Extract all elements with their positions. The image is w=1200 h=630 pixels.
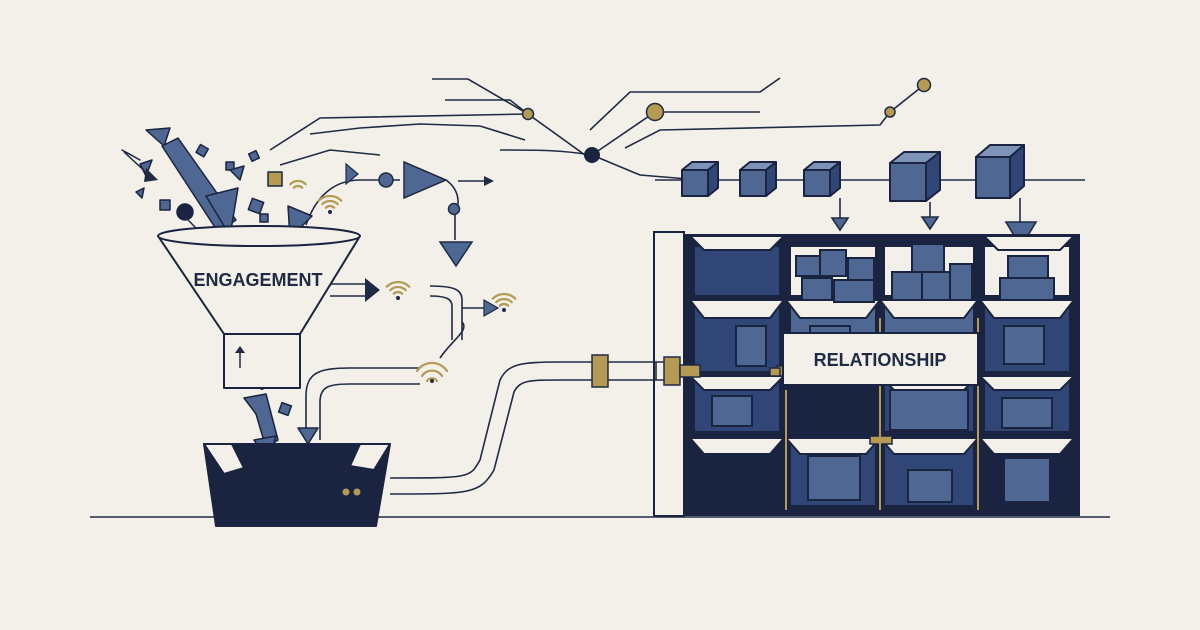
bin-indicator: [342, 488, 350, 496]
flow-arrow: [438, 241, 474, 268]
signal-icon: [415, 361, 449, 383]
cube: [681, 161, 719, 197]
bin-indicator: [353, 488, 361, 496]
cube: [739, 161, 777, 197]
upper-flow: [305, 179, 484, 240]
flow-node: [447, 202, 461, 216]
network-lines: [269, 77, 1085, 181]
engagement-label: ENGAGEMENT: [193, 270, 322, 290]
flow-arrow: [484, 176, 494, 186]
flow-arrow: [345, 162, 359, 186]
relationship-label-board: [782, 332, 979, 386]
incoming-arrow: [144, 168, 158, 182]
cube: [803, 161, 841, 197]
flow-arrow: [483, 298, 500, 318]
flow-node: [378, 172, 394, 188]
flow-arrow: [365, 278, 380, 302]
relationship-shelving: [653, 231, 1080, 517]
signal-icon: [289, 179, 307, 189]
network-node: [884, 106, 896, 118]
network-node: [645, 102, 665, 122]
signal-icon: [385, 280, 411, 295]
network-node: [521, 107, 535, 121]
cube: [889, 151, 941, 202]
signal-icon: [491, 292, 517, 307]
stored-boxes: [711, 243, 1055, 503]
collection-bin: [203, 443, 391, 527]
network-node: [916, 77, 932, 93]
flow-arrow: [403, 160, 448, 200]
connecting-pipe: [389, 361, 680, 495]
flow-pipes: [305, 283, 484, 440]
cube: [975, 144, 1025, 199]
pipe-couplings: [591, 354, 781, 388]
engagement-funnel: [157, 225, 361, 389]
relationship-label: RELATIONSHIP: [814, 350, 947, 370]
incoming-fragments: [121, 127, 313, 239]
signal-icon: [317, 194, 343, 209]
data-cubes: [681, 144, 1025, 202]
network-node-hub: [584, 147, 600, 163]
